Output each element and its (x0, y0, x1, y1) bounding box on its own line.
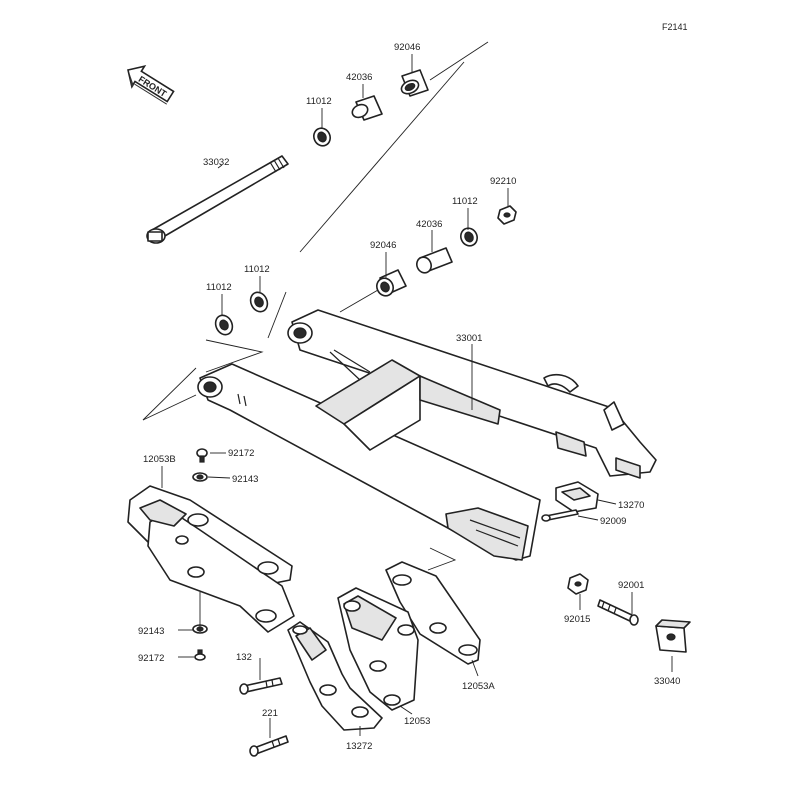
label-92015: 92015 (564, 614, 590, 625)
label-11012-mid: 11012 (244, 264, 270, 275)
label-13272: 13272 (346, 741, 372, 752)
label-92143-upper: 92143 (232, 474, 258, 485)
collar-42036-upper (351, 95, 383, 121)
label-92172-upper: 92172 (228, 448, 254, 459)
label-42036-right: 42036 (416, 219, 442, 230)
bolt-132 (239, 677, 283, 695)
pivot-shaft-33032 (146, 155, 289, 244)
label-92009: 92009 (600, 516, 626, 527)
label-92046-right: 92046 (370, 240, 396, 251)
label-92143-lower: 92143 (138, 626, 164, 637)
nut-92015 (567, 573, 589, 595)
label-13270: 13270 (618, 500, 644, 511)
chain-guide-12053A (385, 561, 481, 665)
seal-11012-right (460, 227, 478, 247)
figure-code: F2141 (662, 22, 688, 32)
seal-11012-left (214, 314, 234, 336)
block-13270 (555, 481, 599, 513)
chain-slider-12053B (127, 485, 295, 633)
bolt-92009 (541, 509, 579, 522)
label-33001: 33001 (456, 333, 482, 344)
assembly-guide-lines (142, 41, 489, 571)
seal-11012-upper (313, 127, 331, 147)
bolt-92172-lower (194, 649, 206, 661)
label-12053A: 12053A (462, 681, 495, 692)
label-12053B: 12053B (143, 454, 176, 465)
label-92210: 92210 (490, 176, 516, 187)
label-42036-upper: 42036 (346, 72, 372, 83)
bolt-92172-upper (196, 448, 208, 463)
label-221: 221 (262, 708, 278, 719)
seal-11012-mid (249, 291, 269, 313)
label-11012-left: 11012 (206, 282, 232, 293)
label-12053: 12053 (404, 716, 430, 727)
bolt-92001 (597, 599, 639, 626)
label-92001: 92001 (618, 580, 644, 591)
callout-leaders (161, 54, 673, 738)
guard-13272 (287, 621, 383, 731)
label-33032: 33032 (203, 157, 229, 168)
front-arrow-icon: FRONT (127, 64, 175, 105)
bushing-92046-upper (400, 69, 429, 97)
label-92172-lower: 92172 (138, 653, 164, 664)
label-11012-upper: 11012 (306, 96, 332, 107)
label-132: 132 (236, 652, 252, 663)
swingarm-33001 (197, 309, 657, 561)
adjuster-block-33040 (655, 619, 691, 653)
nut-92210 (497, 205, 517, 225)
bushing-92046-right (376, 269, 407, 297)
chain-guide-12053 (337, 587, 419, 711)
washer-92143-upper (192, 472, 208, 482)
label-33040: 33040 (654, 676, 680, 687)
label-92046-upper: 92046 (394, 42, 420, 53)
callout-labels: 92046 42036 11012 33032 92210 11012 4203… (138, 42, 680, 752)
bolt-221 (249, 735, 289, 757)
label-11012-right: 11012 (452, 196, 478, 207)
collar-42036-right (416, 247, 453, 274)
